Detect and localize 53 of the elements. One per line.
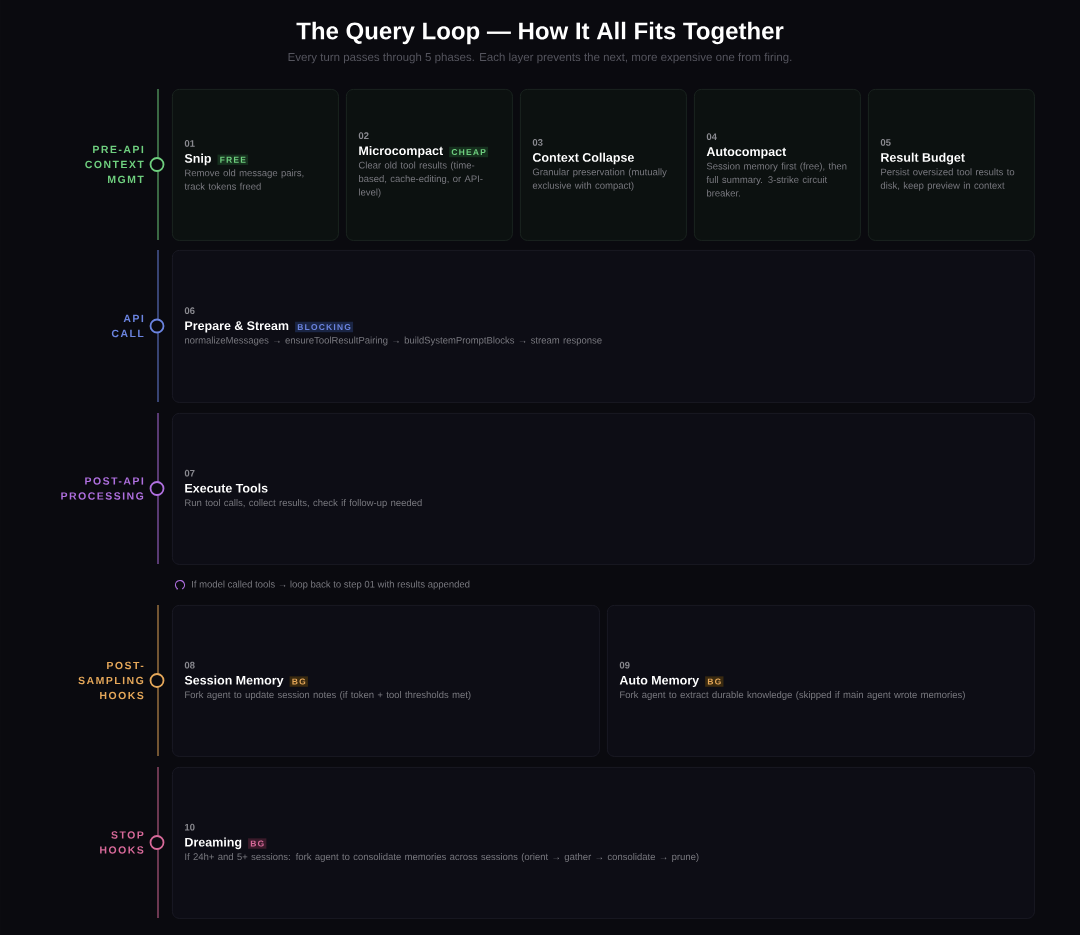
step-description: Run tool calls, collect results, check if follow-up needed: [185, 499, 422, 508]
badge: CHEAP: [449, 146, 489, 158]
step-title: Prepare & Stream: [185, 321, 289, 333]
loop-note: If model called tools → loop back to step 01 with results appended: [192, 580, 470, 590]
step-card: [172, 767, 1035, 919]
phase-label: POST-API PROCESSING: [61, 477, 144, 500]
step-number: 05: [880, 139, 891, 146]
step-title: Autocompact: [706, 147, 787, 159]
step-title: Session Memory: [184, 675, 284, 688]
phase-label: POST-SAMPLING HOOKS: [78, 661, 144, 700]
step-description: Remove old message pairs, track tokens freed: [184, 169, 304, 190]
step-card: [694, 89, 861, 241]
step-number: 09: [619, 661, 630, 669]
step-number: 01: [184, 140, 195, 147]
step-description: Fork agent to update session notes (if token + tool thresholds met): [185, 691, 471, 700]
step-title: Execute Tools: [185, 483, 268, 493]
phase-label: STOP HOOKS: [100, 831, 144, 854]
phase-label: PRE-API CONTEXT MGMT: [85, 145, 144, 184]
badge: BLOCKING: [295, 321, 354, 333]
step-description: If 24h+ and 5+ sessions: fork agent to consolidate memories across sessions (orient → gather → consolidate → prune): [185, 853, 699, 862]
subtitle: Every turn passes through 5 phases. Each layer prevents the next, more expensive one from firing.: [288, 52, 792, 64]
step-card: [172, 250, 1035, 403]
step-description: Clear old tool results (time-based, cache-editing, or API-level): [358, 161, 483, 198]
step-number: 04: [706, 133, 717, 140]
step-title: Microcompact: [359, 145, 443, 158]
step-number: 07: [184, 469, 195, 477]
step-card: [172, 89, 339, 241]
step-title: Dreaming: [185, 837, 242, 850]
step-card: [172, 605, 600, 757]
step-title: Auto Memory: [619, 675, 700, 688]
step-title: Snip: [184, 153, 211, 166]
step-card: [868, 89, 1035, 241]
badge: FREE: [217, 154, 249, 165]
step-title: Context Collapse: [532, 152, 634, 165]
step-card: [346, 89, 513, 241]
step-number: 08: [184, 661, 195, 669]
title: The Query Loop — How It All Fits Together: [296, 21, 784, 45]
badge: BG: [705, 676, 724, 687]
step-description: Session memory first (free), then full summary. 3-strike circuit breaker.: [706, 162, 847, 197]
phase-label: API CALL: [111, 314, 144, 338]
badge: BG: [248, 838, 267, 849]
step-card: [520, 89, 687, 241]
step-number: 03: [532, 139, 543, 146]
step-number: 10: [185, 823, 195, 831]
step-description: Persist oversized tool results to disk, keep preview in context: [880, 168, 1015, 191]
step-description: Fork agent to extract durable knowledge (skipped if main agent wrote memories): [620, 691, 965, 700]
step-description: normalizeMessages → ensureToolResultPairing → buildSystemPromptBlocks → stream response: [185, 336, 602, 346]
step-description: Granular preservation (mutually exclusive with compact): [532, 168, 667, 191]
step-number: 06: [184, 307, 195, 315]
step-card: [607, 605, 1035, 757]
step-title: Result Budget: [881, 152, 965, 165]
step-number: 02: [358, 132, 369, 140]
badge: BG: [289, 676, 308, 687]
